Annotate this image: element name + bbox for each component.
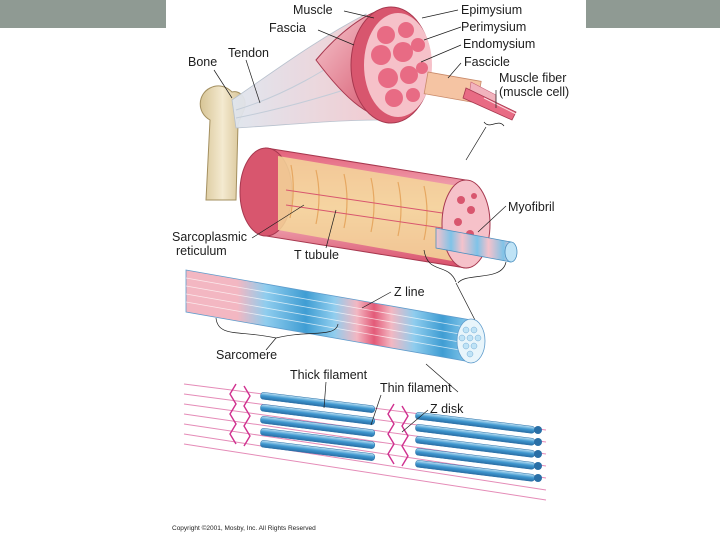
label-thin-filament: Thin filament — [380, 382, 452, 395]
label-fascicle: Fascicle — [464, 56, 510, 69]
label-thick-filament: Thick filament — [290, 369, 367, 382]
label-muscle: Muscle — [293, 4, 333, 17]
label-myofibril: Myofibril — [508, 201, 555, 214]
label-sarcomere: Sarcomere — [216, 349, 277, 362]
label-t-tubule: T tubule — [294, 249, 339, 262]
label-reticulum: reticulum — [176, 245, 227, 258]
label-z-disk: Z disk — [430, 403, 463, 416]
label-endomysium: Endomysium — [463, 38, 535, 51]
label-muscle-fiber: Muscle fiber — [499, 72, 566, 85]
label-epimysium: Epimysium — [461, 4, 522, 17]
muscle-structure-figure: Muscle Epimysium Fascia Perimysium Endom… — [166, 0, 586, 540]
label-muscle-cell: (muscle cell) — [499, 86, 569, 99]
filament-drawing — [184, 384, 546, 500]
label-bone: Bone — [188, 56, 217, 69]
label-sarcoplasmic: Sarcoplasmic — [172, 231, 247, 244]
copyright-notice: Copyright ©2001, Mosby, Inc. All Rights … — [172, 525, 316, 532]
label-tendon: Tendon — [228, 47, 269, 60]
label-z-line: Z line — [394, 286, 425, 299]
label-perimysium: Perimysium — [461, 21, 526, 34]
label-fascia: Fascia — [269, 22, 306, 35]
